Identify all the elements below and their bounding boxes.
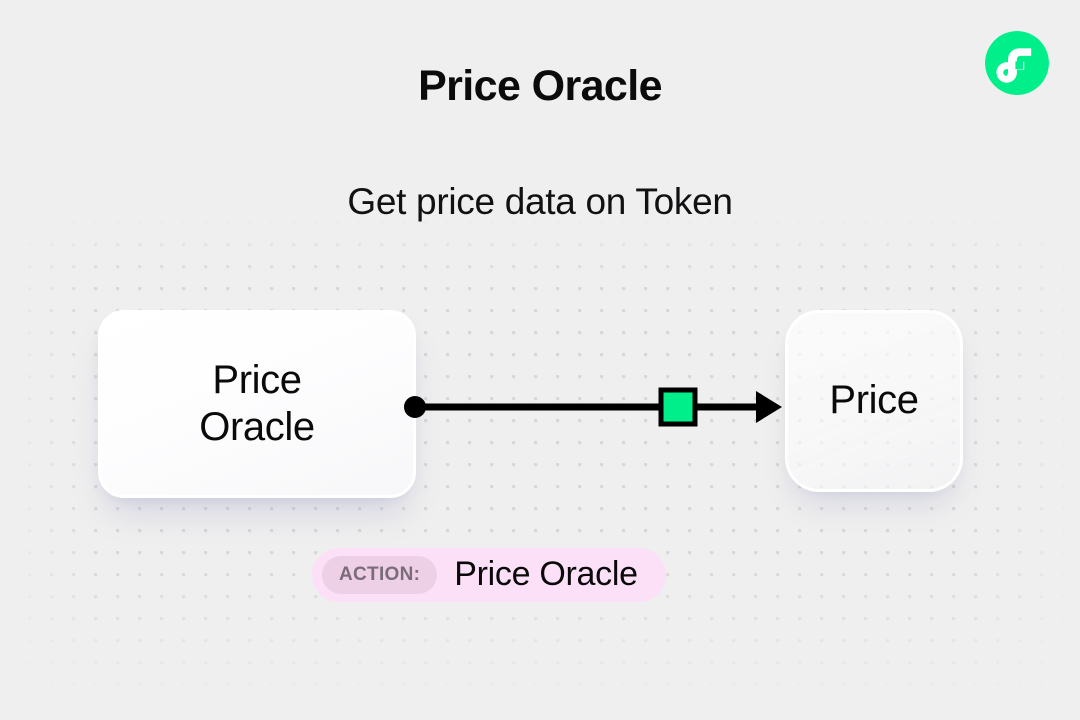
page-title: Price Oracle [418, 62, 662, 110]
edge-arrowhead-icon [756, 391, 782, 423]
price-oracle-node[interactable]: Price Oracle [98, 310, 416, 498]
flow-logo-icon [985, 31, 1049, 95]
price-node[interactable]: Price [785, 310, 963, 492]
edge-marker-square[interactable] [658, 387, 698, 427]
page-subtitle: Get price data on Token [347, 181, 733, 222]
price-oracle-node-label: Price Oracle [199, 357, 315, 449]
price-node-label: Price [829, 378, 919, 423]
action-badge-tag: ACTION: [322, 556, 438, 594]
action-badge-value: Price Oracle [454, 554, 638, 593]
action-badge[interactable]: ACTION: Price Oracle [312, 548, 666, 602]
